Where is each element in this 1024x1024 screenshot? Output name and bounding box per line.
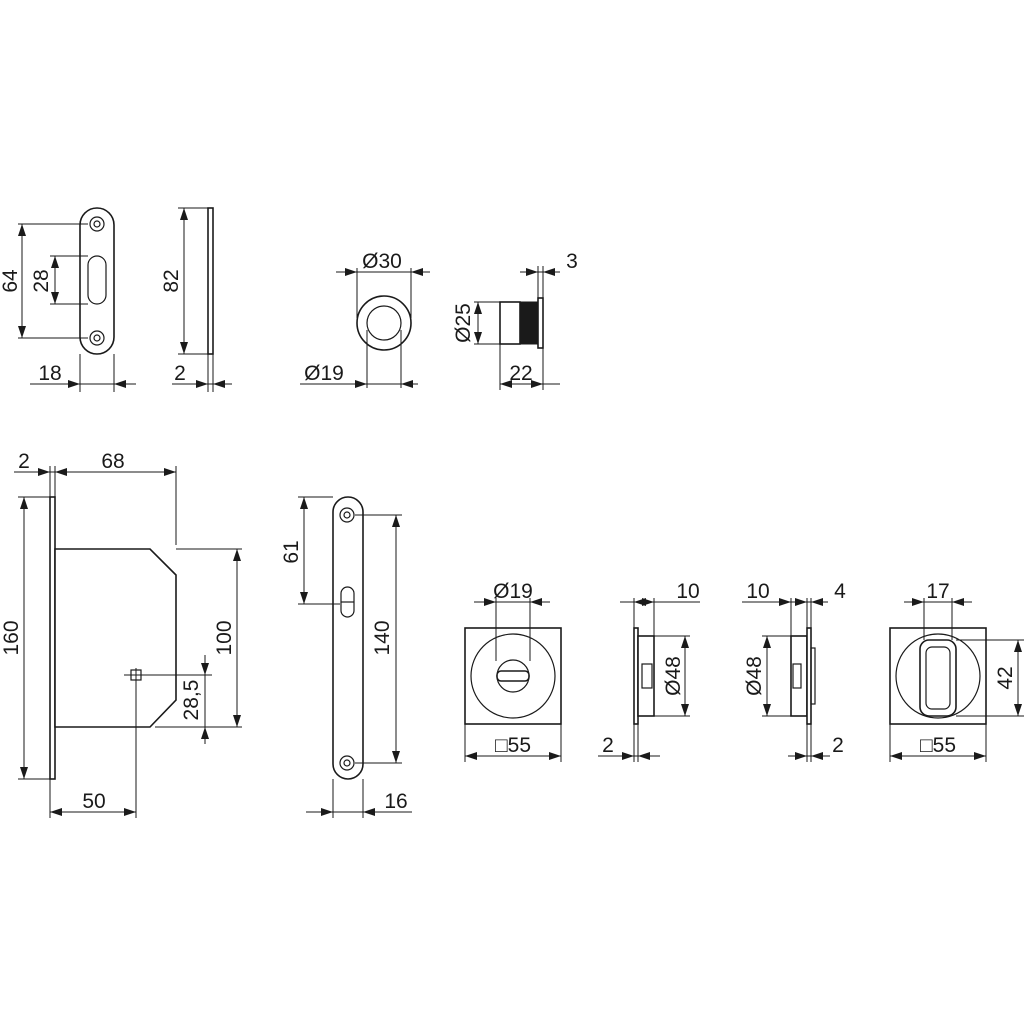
dim-strike-slot: 28 bbox=[30, 269, 53, 292]
strike-plate-front bbox=[18, 207, 136, 392]
strike-plate-side bbox=[172, 207, 232, 392]
dim-flush-side-lip: 3 bbox=[566, 250, 578, 273]
dim-lock-faceplate-height: 160 bbox=[0, 620, 23, 655]
dim-lock-faceplate-thickness: 2 bbox=[18, 450, 30, 473]
dim-rose2-side-plate: 2 bbox=[832, 734, 844, 757]
dim-grip-height: 42 bbox=[994, 666, 1017, 689]
dim-strike-height: 64 bbox=[0, 269, 22, 293]
dim-faceplate-screw-spacing: 140 bbox=[371, 620, 394, 655]
dim-strike-side-height: 82 bbox=[160, 269, 183, 292]
dim-rose-inner-dia: Ø19 bbox=[493, 580, 533, 603]
dim-strike-width: 18 bbox=[38, 362, 61, 385]
dim-flush-side-depth: 22 bbox=[509, 362, 532, 385]
dim-rose-side-plate: 2 bbox=[602, 734, 614, 757]
dim-faceplate-offset: 61 bbox=[280, 540, 303, 563]
dim-rose-size: □55 bbox=[495, 734, 531, 757]
dim-flush-outer-dia: Ø30 bbox=[362, 250, 402, 273]
grip-rose-front bbox=[889, 598, 1024, 762]
dim-rose2-side-lip: 4 bbox=[834, 580, 846, 603]
dim-grip-width: 17 bbox=[926, 580, 949, 603]
dim-rose2-side-dia: Ø48 bbox=[743, 656, 766, 696]
lock-body bbox=[14, 466, 242, 818]
privacy-rose-front bbox=[464, 598, 562, 762]
dim-rose2-side-depth: 10 bbox=[746, 580, 769, 603]
privacy-rose-side bbox=[598, 598, 700, 762]
flush-cup-front bbox=[300, 268, 430, 388]
dim-flush-inner-dia: Ø19 bbox=[304, 362, 344, 385]
faceplate-front bbox=[298, 496, 412, 818]
dim-lock-backset: 50 bbox=[82, 790, 105, 813]
dim-rose-side-dia: Ø48 bbox=[662, 656, 685, 696]
dim-faceplate-width: 16 bbox=[384, 790, 407, 813]
emergency-rose-side bbox=[742, 598, 830, 762]
dim-grip-rose-size: □55 bbox=[920, 734, 956, 757]
flush-cup-side bbox=[474, 266, 560, 390]
dim-strike-side-thickness: 2 bbox=[174, 362, 186, 385]
dim-lock-spindle-height: 28,5 bbox=[180, 680, 203, 721]
dim-lock-body-depth: 68 bbox=[101, 450, 124, 473]
dim-rose-side-depth: 10 bbox=[676, 580, 699, 603]
dim-flush-side-dia: Ø25 bbox=[452, 303, 475, 343]
dim-lock-body-height: 100 bbox=[213, 620, 236, 655]
